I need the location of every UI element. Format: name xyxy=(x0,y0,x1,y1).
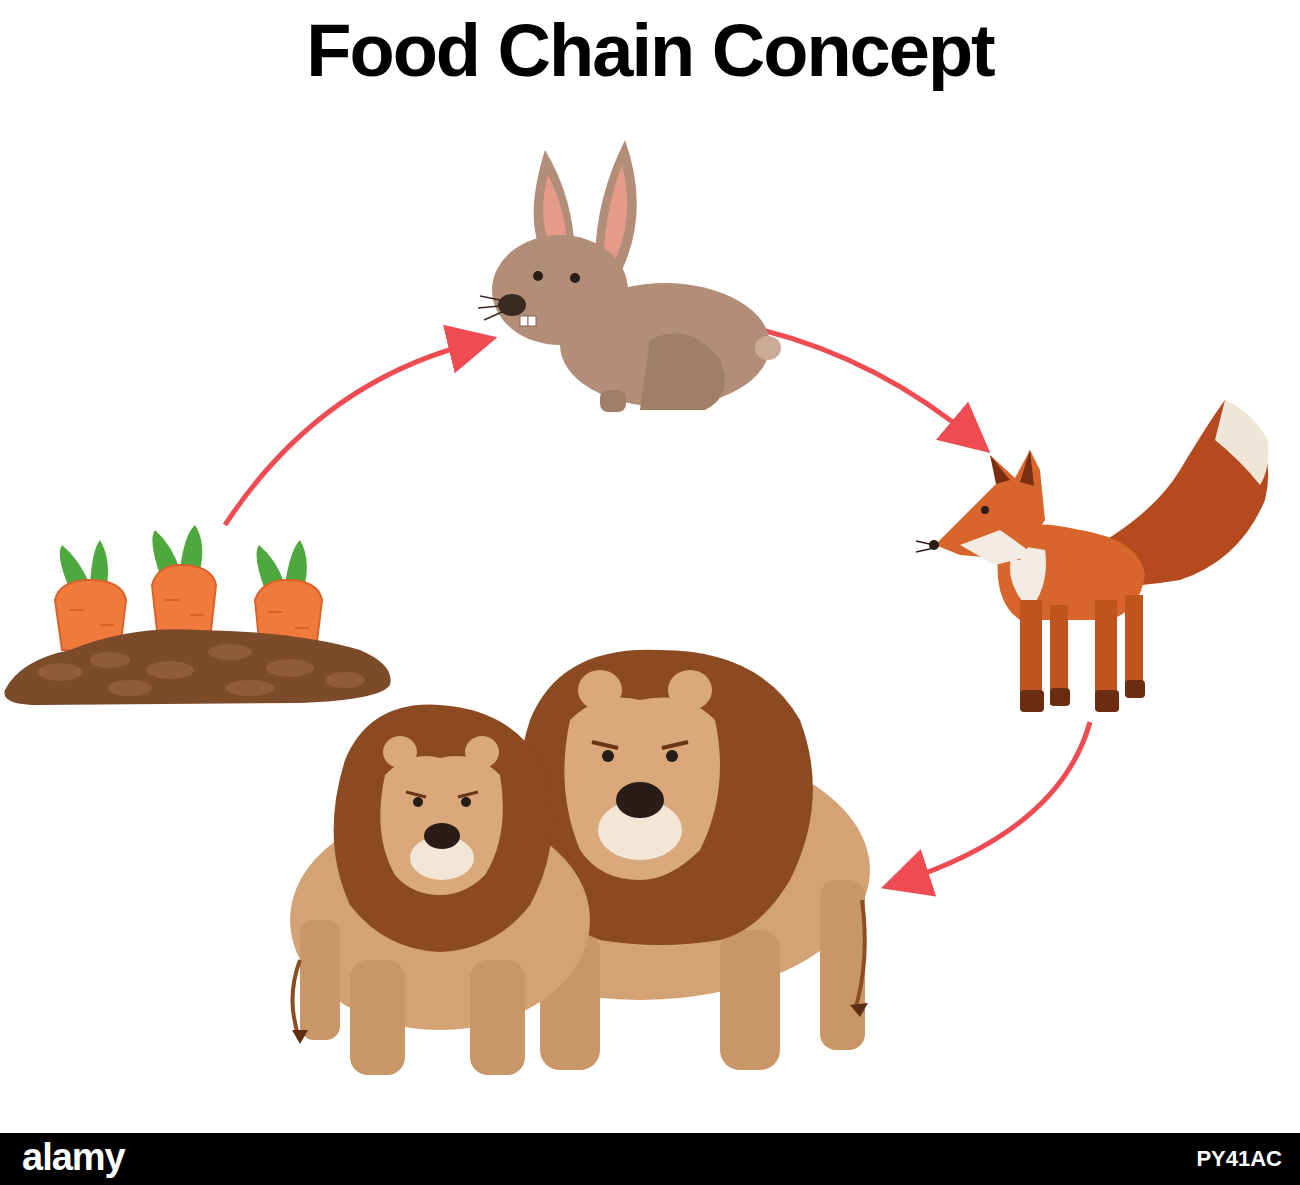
watermark-logo: alamy xyxy=(22,1136,125,1179)
lions xyxy=(290,650,870,1075)
watermark-bar xyxy=(0,1133,1300,1185)
diagram-title: Food Chain Concept xyxy=(0,8,1300,93)
image-id: PY41AC xyxy=(1196,1146,1282,1172)
fox xyxy=(916,400,1268,712)
carrots xyxy=(4,525,390,705)
rabbit xyxy=(478,140,781,412)
